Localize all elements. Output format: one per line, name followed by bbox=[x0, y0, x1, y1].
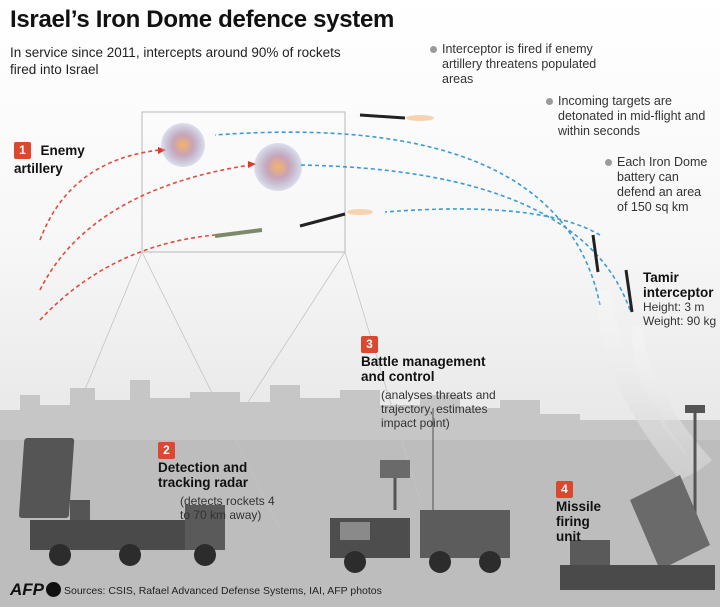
afp-logo: AFP bbox=[10, 580, 61, 600]
enemy-trajectory-3 bbox=[39, 234, 216, 321]
explosion-1 bbox=[161, 123, 205, 167]
explosion-2 bbox=[254, 143, 302, 191]
label-enemy-artillery: 1 Enemy artillery bbox=[14, 142, 85, 176]
label-tamir-interceptor: Tamir interceptor Height: 3 m Weight: 90… bbox=[643, 270, 717, 328]
radar-vehicle bbox=[18, 438, 225, 566]
interceptor-missile-lower bbox=[299, 209, 373, 228]
bullet-battery-coverage: Each Iron Dome battery can defend an are… bbox=[605, 155, 712, 215]
label-battle-management: 3 Battle management and control (analyse… bbox=[361, 336, 496, 430]
enemy-trajectory-2 bbox=[39, 164, 251, 291]
zoom-lines bbox=[59, 251, 421, 531]
afp-logo-dot-icon bbox=[46, 582, 61, 597]
missile-launcher bbox=[560, 405, 715, 590]
sources-footer: Sources: CSIS, Rafael Advanced Defense S… bbox=[64, 585, 382, 597]
label-missile-firing-unit: 4 Missile firing unit bbox=[556, 481, 602, 544]
bullet-dot-icon bbox=[430, 46, 437, 53]
number-badge: 3 bbox=[361, 336, 378, 353]
number-badge: 4 bbox=[556, 481, 573, 498]
bullet-interceptor-fired: Interceptor is fired if enemy artillery … bbox=[430, 42, 612, 87]
bullet-dot-icon bbox=[605, 159, 612, 166]
tamir-missiles bbox=[591, 234, 712, 480]
number-badge: 2 bbox=[158, 442, 175, 459]
interceptor-trajectory-3 bbox=[384, 208, 601, 236]
enemy-rocket bbox=[214, 228, 263, 238]
page-subtitle: In service since 2011, intercepts around… bbox=[10, 45, 341, 77]
battle-management-truck bbox=[330, 460, 510, 573]
bullet-dot-icon bbox=[546, 98, 553, 105]
enemy-trajectory-1 bbox=[39, 149, 161, 241]
bullet-targets-detonated: Incoming targets are detonated in mid-fl… bbox=[546, 94, 708, 139]
page-title: Israel’s Iron Dome defence system bbox=[10, 6, 395, 33]
interceptor-missile-upper bbox=[359, 113, 434, 121]
label-detection-radar: 2 Detection and tracking radar (detects … bbox=[158, 442, 275, 522]
interceptor-trajectory-1 bbox=[214, 131, 601, 306]
number-badge: 1 bbox=[14, 142, 31, 159]
interceptor-trajectory-2 bbox=[299, 164, 631, 311]
